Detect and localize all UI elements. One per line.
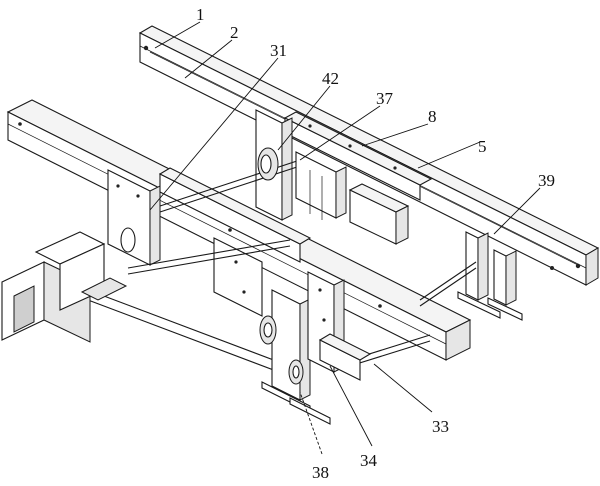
center-carriage xyxy=(107,109,312,317)
label-2: 2 xyxy=(230,23,239,42)
leader-lines xyxy=(149,21,541,455)
back-rail xyxy=(138,25,600,286)
label-37: 37 xyxy=(376,89,394,108)
label-8: 8 xyxy=(428,107,437,126)
label-5: 5 xyxy=(478,137,487,156)
label-38: 38 xyxy=(312,463,329,482)
motor xyxy=(1,227,136,343)
label-39: 39 xyxy=(538,171,555,190)
label-1: 1 xyxy=(196,5,205,24)
label-42: 42 xyxy=(322,69,339,88)
label-31: 31 xyxy=(270,41,287,60)
label-33: 33 xyxy=(432,417,449,436)
back-legs xyxy=(457,231,523,321)
part-labels: 1 2 31 42 37 8 5 39 33 34 38 xyxy=(196,5,555,482)
upper-pulley-assembly xyxy=(257,147,410,245)
label-34: 34 xyxy=(360,451,378,470)
front-right-posts xyxy=(307,271,372,381)
